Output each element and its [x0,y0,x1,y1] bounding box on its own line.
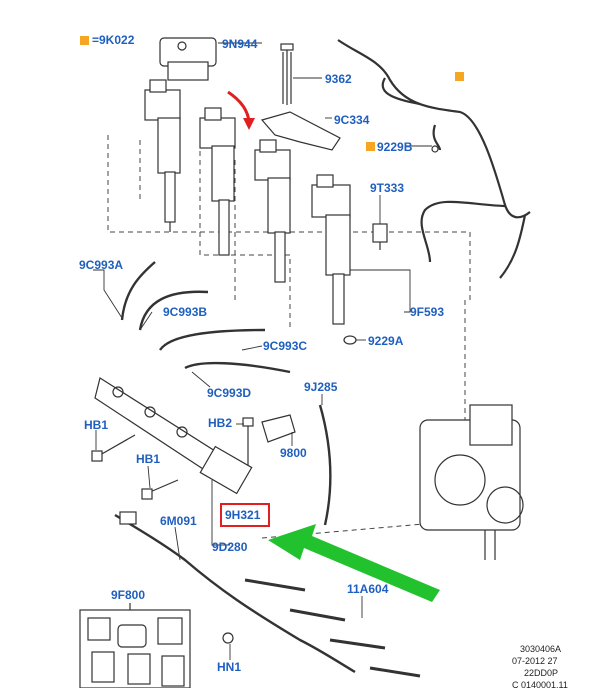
label-9n944: 9N944 [222,37,258,51]
footer-ref-1: 3030406A [520,644,562,654]
assembly-dashed-line [199,142,291,330]
label-9229a: 9229A [368,334,404,348]
highlight-box [220,503,270,527]
footer-ref-3: 22DD0P [524,668,559,678]
clamp-bolt [280,43,294,105]
rail-bolt-upper [91,434,136,462]
label-9c993a: 9C993A [79,258,124,272]
injector-3 [254,139,291,283]
marker-square [80,36,89,45]
fuel-pipes [120,261,332,526]
injector-1 [144,79,181,232]
glow-plug-harness [114,513,356,674]
glow-plug-4 [369,666,421,678]
label-9f593: 9F593 [410,305,445,319]
o-ring [343,335,357,345]
label-9h321: 9H321 [225,508,261,522]
label-hn1: HN1 [217,660,242,674]
glow-plug-3 [329,638,386,650]
harness-nut [222,632,234,644]
label-9c334: 9C334 [334,113,370,127]
glow-plug-2 [289,608,346,622]
label-9t333: 9T333 [370,181,405,195]
injector-4 [311,174,351,325]
fuel-rail [94,377,253,495]
socket-kit-box [79,609,191,688]
injector-2 [199,107,236,256]
green-pointer-arrow [268,524,440,602]
label-9229b: 9229B [377,140,413,154]
clamp-plate [260,111,341,151]
label-9800: 9800 [280,446,307,460]
label-9f800: 9F800 [111,588,146,602]
label-hb1-lower: HB1 [136,452,161,466]
label-11a604: 11A604 [347,582,389,596]
assembly-dashed-line [107,135,471,300]
label-9k022: =9K022 [92,33,135,47]
injector-clamp [159,37,217,81]
red-arrow-head [243,118,255,130]
label-9d280: 9D280 [212,540,248,554]
label-9c993b: 9C993B [163,305,208,319]
marker-square [455,72,464,81]
rail-bolt-lower [141,479,179,500]
high-pressure-pump [419,404,524,560]
label-9j285: 9J285 [304,380,338,394]
bracket-bolt [242,417,254,465]
glow-plug-1 [244,578,306,592]
label-6m091: 6M091 [160,514,197,528]
label-9c993c: 9C993C [263,339,308,353]
leak-off-hose [337,39,531,279]
label-hb2: HB2 [208,416,233,430]
label-9c993d: 9C993D [207,386,252,400]
harness-connector [119,511,137,525]
footer-ref-2: 07-2012 27 [512,656,558,666]
pipe-bracket [261,414,296,443]
label-9362: 9362 [325,72,352,86]
footer-ref-4: C 0140001.11 [512,680,568,688]
label-hb1-upper: HB1 [84,418,109,432]
fuel-sensor [372,223,388,250]
marker-square [366,142,375,151]
